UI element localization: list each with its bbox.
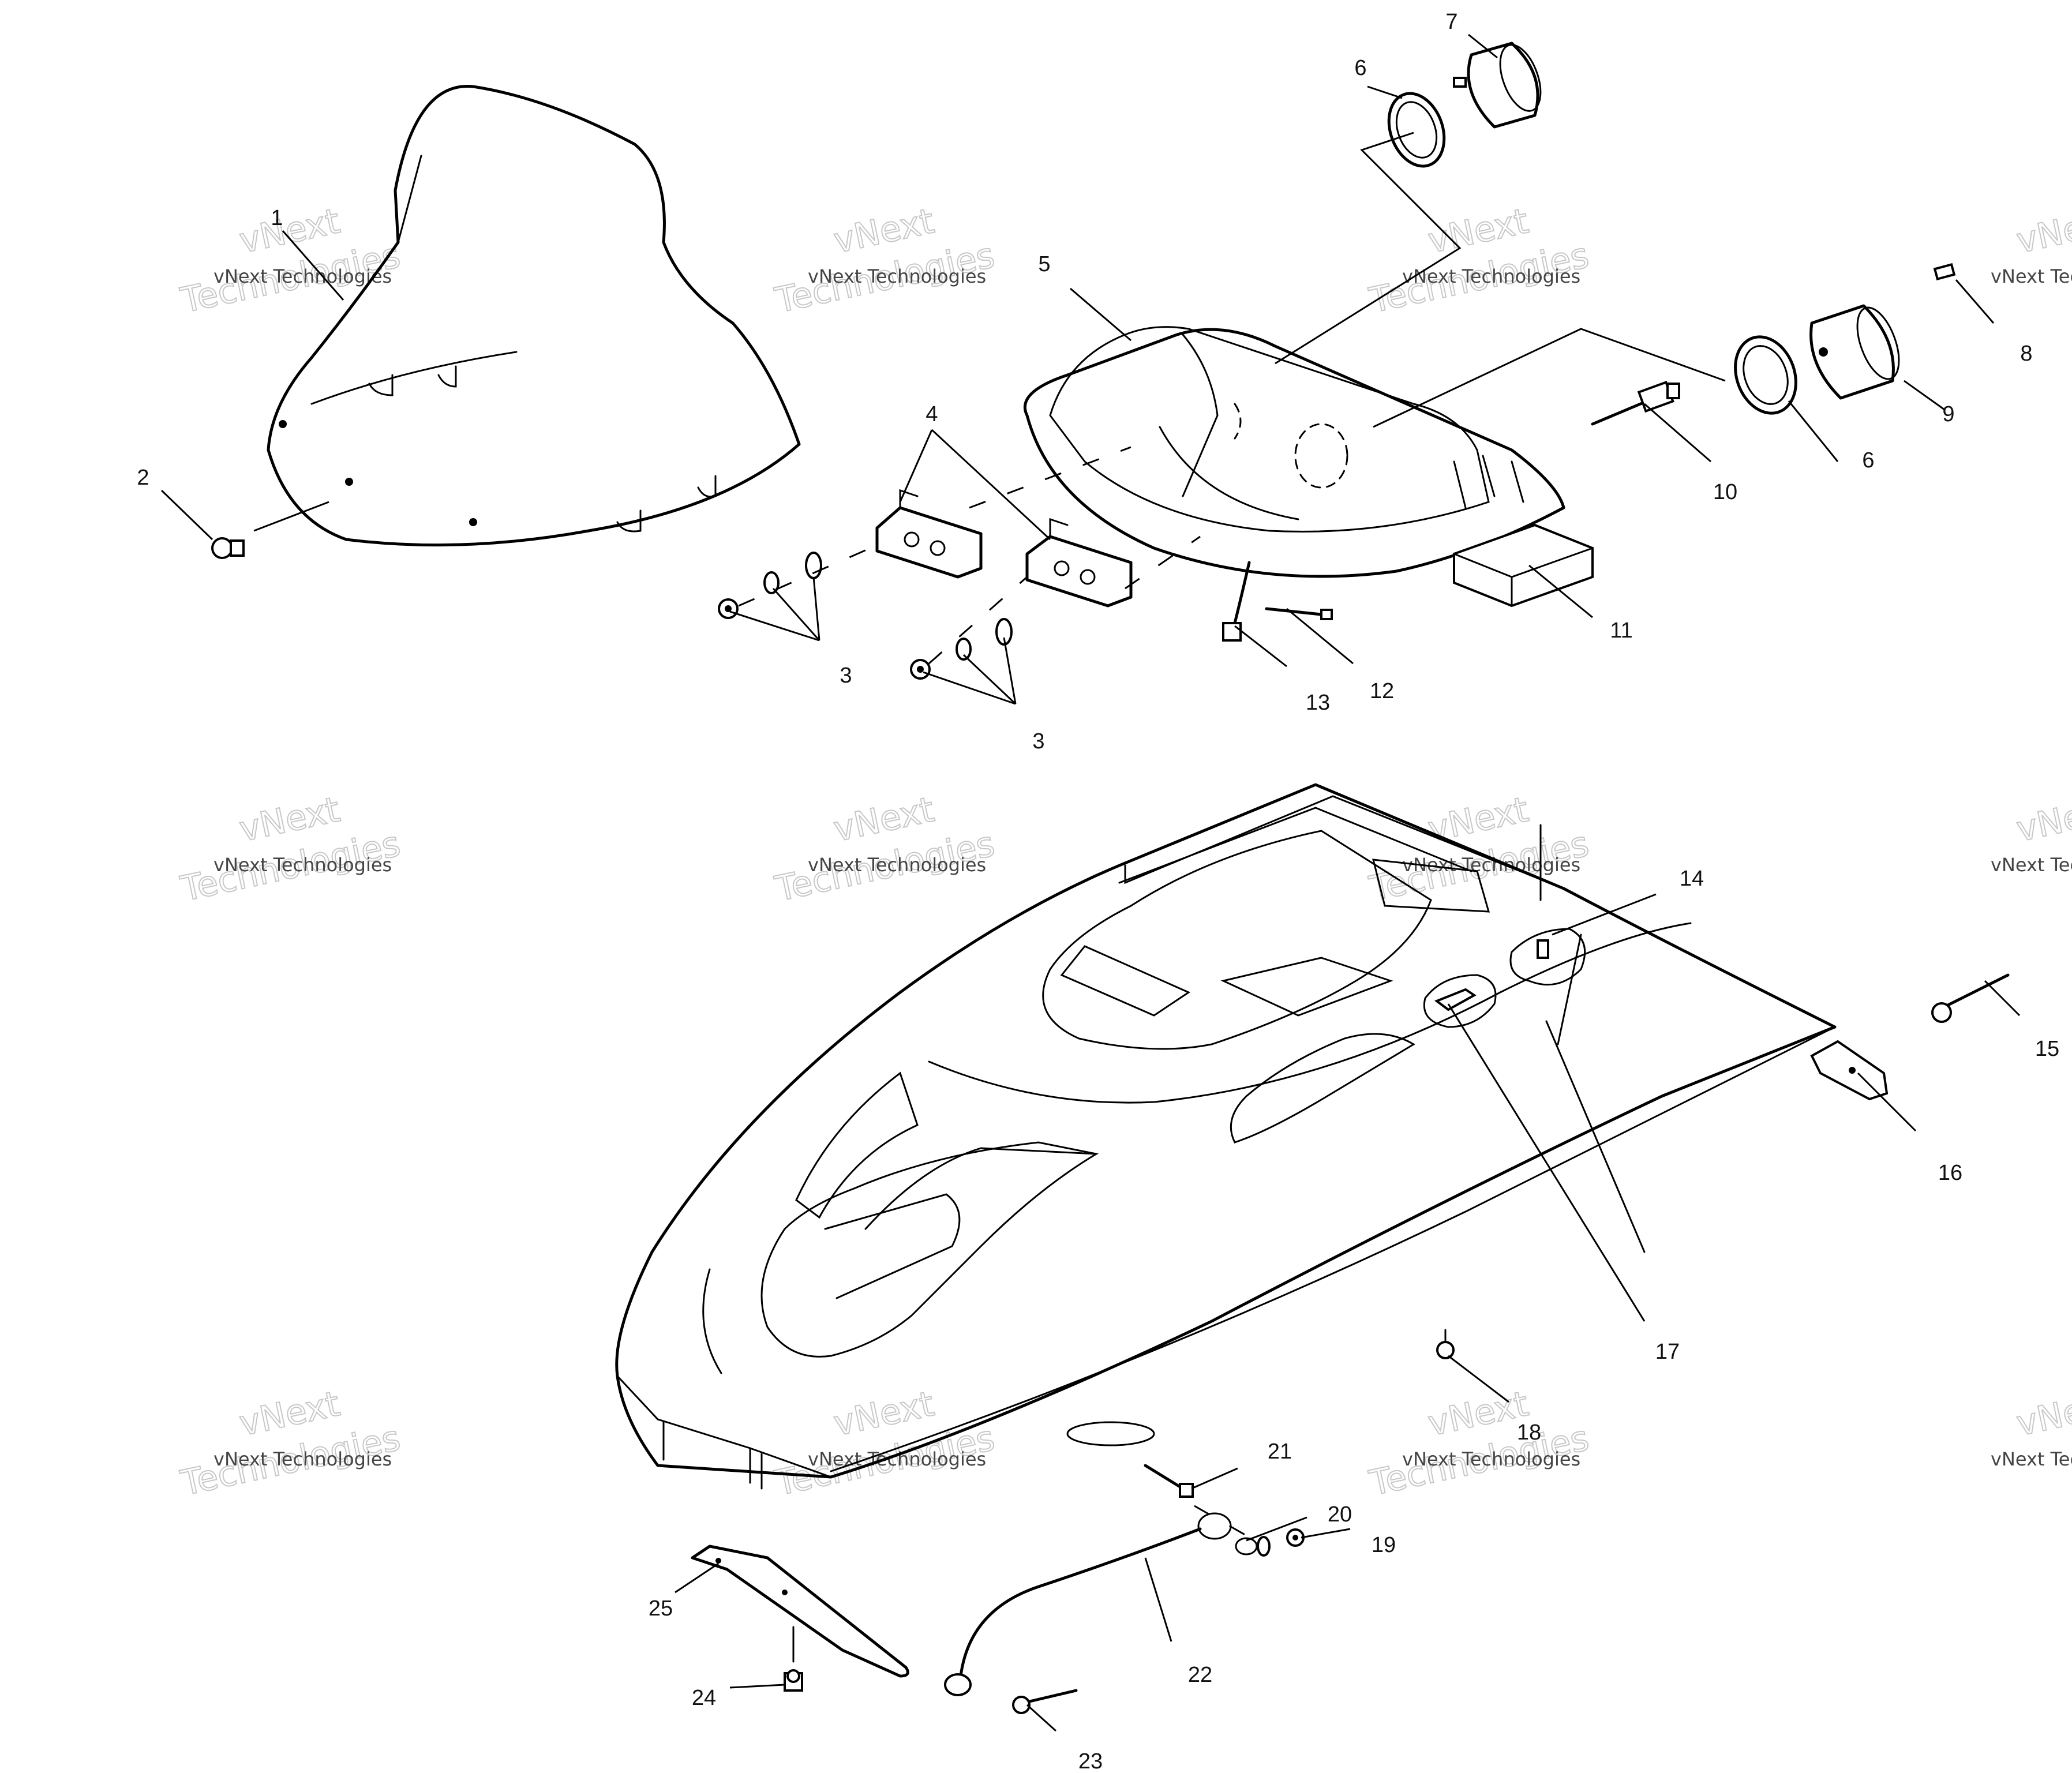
watermark-small: vNext Technologies <box>808 265 986 287</box>
callout-15: 15 <box>2035 1037 2059 1061</box>
wire-harness-part <box>1222 561 1251 642</box>
watermark: vNext vNext Technologies <box>1991 200 2072 287</box>
bracket-part-upper <box>875 489 983 579</box>
watermark-small: vNext Technologies <box>1991 1448 2072 1470</box>
windshield-screw-part <box>211 537 245 559</box>
callout-labels: 1 2 3 3 4 5 6 6 7 8 9 10 11 12 13 14 15 … <box>137 10 2059 1773</box>
watermark: vNext Technologies vNext Technologies <box>771 789 999 910</box>
callout-24: 24 <box>692 1686 716 1710</box>
nut-part <box>1286 1528 1305 1547</box>
callout-1: 1 <box>271 206 283 230</box>
latch-clip-part <box>1423 974 1497 1028</box>
watermark-small: vNext Technologies <box>808 854 986 876</box>
bolt-part <box>784 1626 803 1692</box>
callout-13: 13 <box>1306 691 1330 715</box>
watermark-small: vNext Technologies <box>1991 854 2072 876</box>
callout-25: 25 <box>649 1596 673 1621</box>
watermark: vNext Technologies vNext Technologies <box>771 1383 999 1504</box>
watermark: vNext vNext Technologies <box>1991 1383 2072 1470</box>
callout-16: 16 <box>1938 1161 1962 1185</box>
screw-small-part <box>1144 1464 1194 1498</box>
gauge-bezel-right-part <box>1734 335 1797 415</box>
watermark-small: vNext Technologies <box>213 1448 392 1470</box>
callout-18: 18 <box>1517 1420 1541 1445</box>
watermark-small: vNext Technologies <box>808 1448 986 1470</box>
callout-2: 2 <box>137 466 149 490</box>
hood-latch-part <box>1509 824 1586 986</box>
callout-12: 12 <box>1370 679 1394 703</box>
fastener-part <box>1436 1329 1455 1359</box>
watermark: vNext Technologies vNext Technologies <box>177 1383 404 1504</box>
callout-21: 21 <box>1268 1440 1292 1464</box>
assembly-lines <box>253 132 1726 1542</box>
nut-washer-group-upper <box>718 552 822 619</box>
watermark-small: vNext Technologies <box>1402 265 1580 287</box>
cable-tie-part <box>1265 607 1333 620</box>
deflector-part <box>691 1545 909 1678</box>
watermark-big-1: vNext <box>2013 1384 2072 1444</box>
gauge-top-part <box>1453 42 1542 129</box>
watermark: vNext vNext Technologies <box>1991 789 2072 876</box>
washer-part <box>1257 1536 1271 1557</box>
callout-4: 4 <box>926 402 938 426</box>
watermark: vNext Technologies vNext Technologies <box>1365 1383 1593 1504</box>
tether-screw-part <box>1012 1689 1078 1714</box>
callout-3-lower: 3 <box>1032 729 1044 754</box>
watermark-small: vNext Technologies <box>213 265 392 287</box>
callout-20: 20 <box>1328 1502 1352 1527</box>
callout-5: 5 <box>1038 252 1050 276</box>
foam-block-part <box>1453 523 1594 608</box>
bulb-part <box>1933 263 1956 281</box>
console-part <box>1023 326 1565 578</box>
nut-washer-group-lower <box>910 618 1013 680</box>
watermark-layer: vNext Technologies vNext Technologies vN… <box>177 200 2072 1504</box>
windshield-part <box>267 85 801 547</box>
callout-22: 22 <box>1188 1663 1212 1687</box>
callout-6-right: 6 <box>1862 448 1874 473</box>
plate-part <box>1810 1040 1889 1101</box>
callout-6-top: 6 <box>1354 56 1366 80</box>
callout-19: 19 <box>1372 1533 1396 1557</box>
gauge-bezel-top-part <box>1387 92 1446 168</box>
bracket-part-lower <box>1025 518 1133 608</box>
watermark-small: vNext Technologies <box>1402 1448 1580 1470</box>
watermark-small: vNext Technologies <box>1991 265 2072 287</box>
callout-11: 11 <box>1610 619 1632 643</box>
watermark: vNext Technologies vNext Technologies <box>771 200 999 321</box>
watermark-small: vNext Technologies <box>213 854 392 876</box>
callout-17: 17 <box>1655 1340 1680 1364</box>
tether-cable-part <box>944 1512 1258 1696</box>
gauge-right-part <box>1809 304 1900 400</box>
callout-14: 14 <box>1680 867 1704 891</box>
watermark: vNext Technologies vNext Technologies <box>177 200 404 321</box>
callout-23: 23 <box>1078 1749 1103 1773</box>
watermark: vNext Technologies vNext Technologies <box>1365 789 1593 910</box>
callout-8: 8 <box>2020 342 2032 366</box>
switch-part <box>1591 380 1680 426</box>
callout-leaders <box>160 33 2021 1732</box>
callout-10: 10 <box>1713 480 1737 504</box>
hood-part <box>615 783 1837 1490</box>
callout-9: 9 <box>1942 402 1954 426</box>
watermark-big-1: vNext <box>2013 201 2072 261</box>
watermark-big-1: vNext <box>2013 789 2072 850</box>
callout-7: 7 <box>1445 10 1457 34</box>
watermark: vNext Technologies vNext Technologies <box>1365 200 1593 321</box>
callout-3-upper: 3 <box>840 664 852 688</box>
watermark: vNext Technologies vNext Technologies <box>177 789 404 910</box>
screw-part <box>1931 973 2010 1023</box>
